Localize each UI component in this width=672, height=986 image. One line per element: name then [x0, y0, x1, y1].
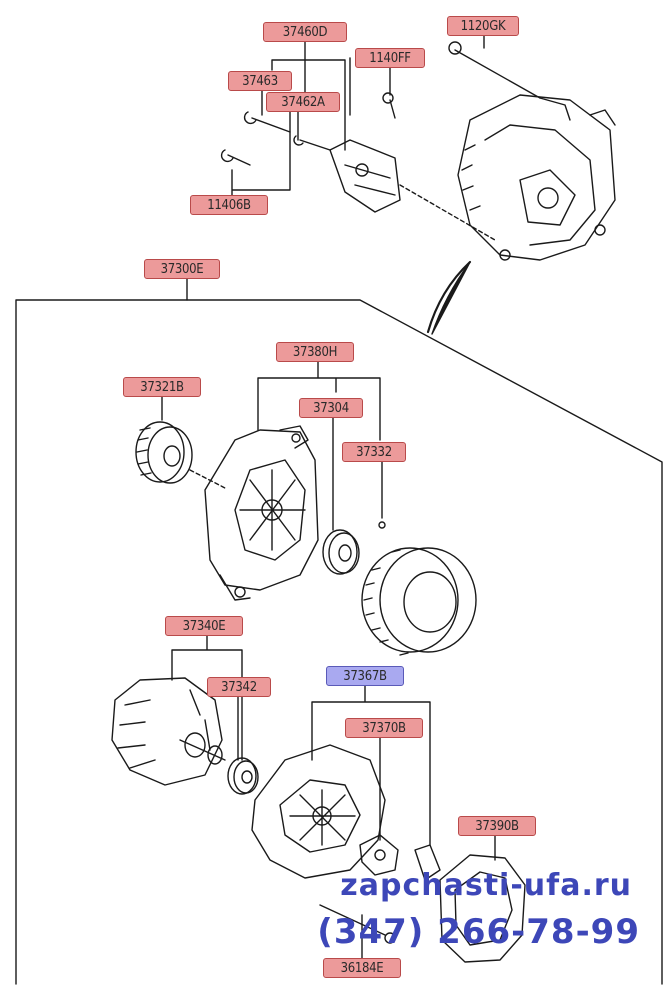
part-tag-37390b[interactable]: 37390B [458, 816, 536, 836]
watermark-phone: (347) 266-78-99 [317, 912, 640, 952]
assembly-boundary [15, 299, 663, 985]
part-tag-36184e[interactable]: 36184E [323, 958, 401, 978]
part-tag-1140ff[interactable]: 1140FF [355, 48, 425, 68]
part-tag-37463[interactable]: 37463 [228, 71, 292, 91]
screw-drawing [378, 521, 386, 529]
pointer-arrow [426, 260, 472, 334]
pulley-drawing [135, 421, 226, 489]
alternator-assembly-drawing [448, 41, 616, 261]
part-tag-37462a[interactable]: 37462A [266, 92, 340, 112]
rear-housing-drawing [251, 744, 386, 879]
part-tag-37367b[interactable]: 37367B [326, 666, 404, 686]
part-tag-37304[interactable]: 37304 [299, 398, 363, 418]
leader-37367b [311, 685, 431, 846]
part-tag-37370b[interactable]: 37370B [345, 718, 423, 738]
part-tag-37321b[interactable]: 37321B [123, 377, 201, 397]
leader-11406b [231, 109, 291, 196]
front-housing-drawing [204, 425, 319, 601]
part-tag-11406b[interactable]: 11406B [190, 195, 268, 215]
leader-37340e [171, 635, 243, 761]
part-tag-37300e[interactable]: 37300E [144, 259, 220, 279]
rear-bearing-drawing [227, 757, 259, 795]
part-tag-37460d[interactable]: 37460D [263, 22, 347, 42]
stator-drawing [361, 547, 477, 656]
leader-1140ff [349, 57, 391, 116]
alternator-bracket-drawing [220, 92, 496, 241]
part-tag-1120gk[interactable]: 1120GK [447, 16, 519, 36]
leader-37460d [271, 41, 346, 151]
part-tag-37342[interactable]: 37342 [207, 677, 271, 697]
part-tag-37332[interactable]: 37332 [342, 442, 406, 462]
rear-cover-drawing [439, 854, 526, 963]
watermark-site: zapchasti-ufa.ru [340, 868, 632, 903]
regulator-drawing [359, 834, 441, 881]
front-bearing-drawing [322, 529, 360, 575]
bolt-drawing [319, 904, 396, 944]
part-tag-37340e[interactable]: 37340E [165, 616, 243, 636]
rotor-drawing [111, 677, 226, 786]
part-tag-37380h[interactable]: 37380H [276, 342, 354, 362]
leader-37380h [257, 361, 381, 441]
